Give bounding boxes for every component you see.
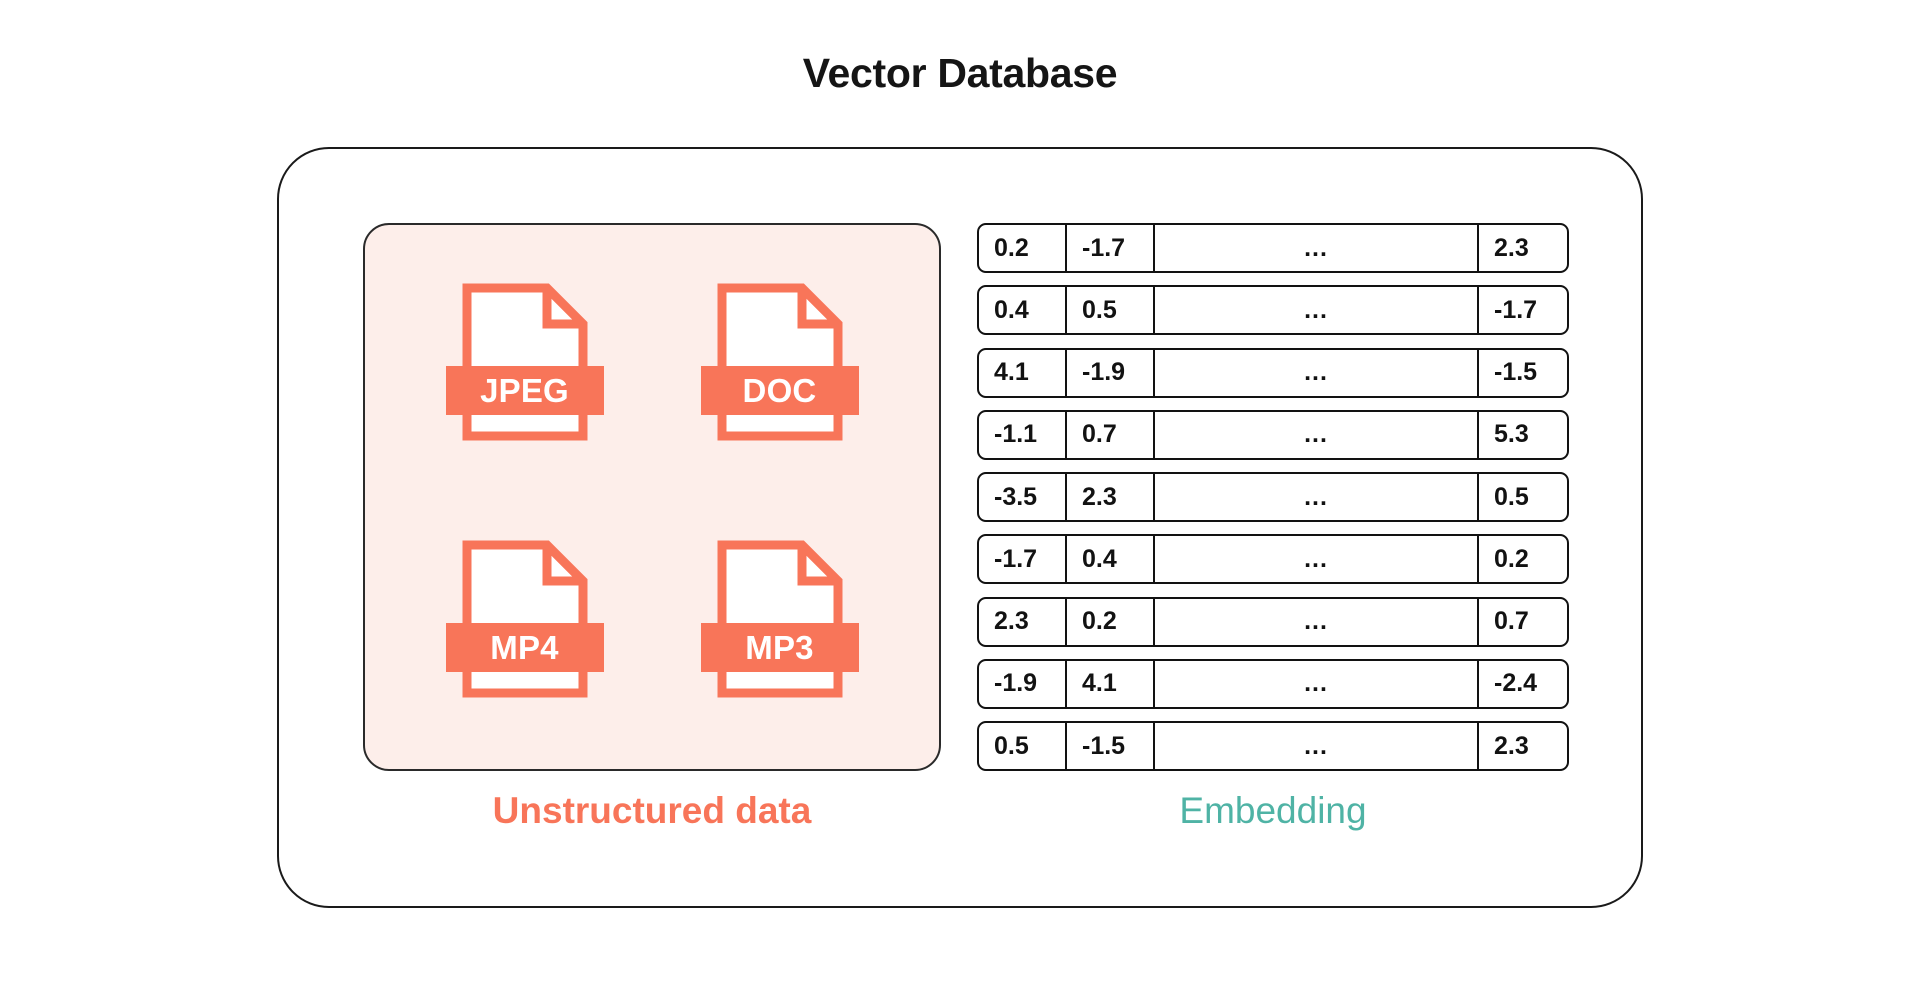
file-extension-label: JPEG	[445, 365, 604, 415]
file-document-icon	[717, 540, 842, 697]
embedding-cell: 2.3	[1494, 731, 1529, 760]
embedding-cell: ...	[1155, 598, 1479, 645]
embedding-cell: ...	[1155, 474, 1479, 520]
embedding-cell: ...	[1155, 349, 1479, 396]
file-extension-label: MP3	[700, 622, 859, 672]
embedding-cell: 0.5	[1067, 287, 1155, 334]
embedding-cell: ...	[1155, 660, 1479, 707]
embedding-cell: 4.1	[1067, 660, 1155, 707]
embedding-cell: 0.4	[979, 287, 1067, 334]
embedding-cell: 0.4	[1067, 536, 1155, 583]
embedding-cell: -1.7	[979, 536, 1067, 583]
embedding-cell: ...	[1155, 411, 1479, 458]
embedding-cell: 2.3	[1494, 233, 1529, 262]
embedding-cell: ...	[1155, 723, 1479, 769]
embedding-cell: -3.5	[979, 474, 1067, 520]
embedding-cell: -1.7	[1067, 225, 1155, 271]
unstructured-data-panel	[363, 223, 941, 771]
unstructured-data-caption: Unstructured data	[492, 790, 812, 831]
file-icon-mp3: MP3	[700, 539, 859, 699]
embedding-cell: -1.1	[979, 411, 1067, 458]
file-icon-mp4: MP4	[445, 539, 604, 699]
embedding-row: 0.2-1.7... 2.3	[977, 223, 1569, 273]
embedding-cell: ...	[1155, 536, 1479, 583]
embedding-cell: -1.7	[1494, 295, 1538, 324]
file-document-icon	[462, 540, 587, 697]
embedding-cell: 0.7	[1067, 411, 1155, 458]
embedding-cell: 0.2	[979, 225, 1067, 271]
embedding-cell: 2.3	[1067, 474, 1155, 520]
file-icon-grid: JPEG DOC MP4 MP3	[363, 223, 941, 771]
file-document-icon	[717, 283, 842, 440]
file-icon-doc: DOC	[700, 282, 859, 442]
embedding-cell: -2.4	[1494, 669, 1538, 698]
file-icon-jpeg: JPEG	[445, 282, 604, 442]
embedding-cell: -1.9	[979, 660, 1067, 707]
embedding-cell: ...	[1155, 287, 1479, 334]
embedding-row: 4.1-1.9... -1.5	[977, 347, 1569, 398]
embedding-cell: 5.3	[1494, 420, 1529, 449]
embedding-row: 0.5-1.5... 2.3	[977, 721, 1569, 771]
embedding-cell: 0.5	[979, 723, 1067, 769]
embedding-cell: -1.5	[1067, 723, 1155, 769]
embedding-cell: 4.1	[979, 349, 1067, 396]
file-extension-label: MP4	[445, 622, 604, 672]
page-title: Vector Database	[802, 50, 1118, 96]
embedding-cell: 0.2	[1494, 544, 1529, 573]
embedding-cell: -1.9	[1067, 349, 1155, 396]
embedding-cell: -1.5	[1494, 358, 1538, 386]
file-extension-label: DOC	[700, 365, 859, 415]
embedding-cell: ...	[1155, 225, 1479, 271]
file-document-icon	[462, 283, 587, 440]
embedding-cell: 0.7	[1494, 607, 1529, 635]
embedding-caption: Embedding	[1179, 790, 1367, 831]
embedding-cell: 0.2	[1067, 598, 1155, 645]
embedding-cell: 0.5	[1494, 482, 1529, 511]
embedding-cell: 2.3	[979, 598, 1067, 645]
